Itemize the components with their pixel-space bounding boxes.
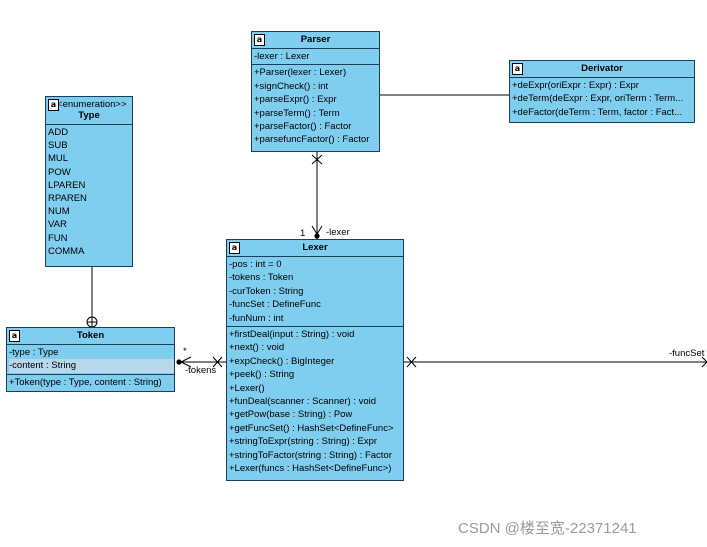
class-parser[interactable]: a Parser -lexer : Lexer +Parser(lexer : … bbox=[251, 31, 380, 152]
attribute-selected[interactable]: -content : String bbox=[9, 359, 174, 373]
operation[interactable]: +getFuncSet() : HashSet<DefineFunc> bbox=[229, 422, 394, 434]
enum-literal[interactable]: RPAREN bbox=[48, 193, 87, 205]
literals-section: ADD SUB MUL POW LPAREN RPAREN NUM VAR FU… bbox=[46, 125, 132, 259]
watermark: CSDN @楼至宽-22371241 bbox=[458, 520, 637, 537]
funcset-role-label: -funcSet bbox=[669, 348, 705, 359]
class-name: Parser bbox=[300, 34, 331, 45]
class-name: Type bbox=[78, 110, 100, 121]
operations-section: +Parser(lexer : Lexer) +signCheck() : in… bbox=[252, 65, 379, 147]
operations-section: +firstDeal(input : String) : void +next(… bbox=[227, 327, 403, 476]
class-icon: a bbox=[254, 34, 265, 46]
attributes-section: -pos : int = 0 -tokens : Token -curToken… bbox=[227, 257, 403, 328]
enum-icon: a bbox=[48, 99, 59, 111]
class-icon: a bbox=[229, 242, 240, 254]
operation[interactable]: +parseExpr() : Expr bbox=[254, 94, 337, 106]
class-lexer[interactable]: a Lexer -pos : int = 0 -tokens : Token -… bbox=[226, 239, 404, 481]
class-name: Token bbox=[76, 330, 105, 341]
enum-literal[interactable]: VAR bbox=[48, 219, 67, 231]
operation[interactable]: +expCheck() : BigInteger bbox=[229, 355, 335, 367]
lexer-end-x-mark bbox=[212, 356, 223, 368]
operation[interactable]: +Parser(lexer : Lexer) bbox=[254, 67, 347, 79]
operation[interactable]: +next() : void bbox=[229, 342, 285, 354]
lexer-funcset-x-mark bbox=[406, 356, 417, 368]
operation[interactable]: +stringToExpr(string : String) : Expr bbox=[229, 436, 378, 448]
class-header: a <<enumeration>> Type bbox=[46, 97, 132, 125]
class-derivator[interactable]: a Derivator +deExpr(oriExpr : Expr) : Ex… bbox=[509, 60, 695, 123]
attribute[interactable]: -funNum : int bbox=[229, 312, 284, 324]
attribute[interactable]: -lexer : Lexer bbox=[254, 51, 310, 62]
class-icon: a bbox=[9, 330, 20, 342]
class-name: Derivator bbox=[581, 63, 623, 74]
enum-literal[interactable]: COMMA bbox=[48, 245, 85, 257]
class-header: a Lexer bbox=[227, 240, 403, 257]
attribute[interactable]: -curToken : String bbox=[229, 285, 304, 297]
parser-end-x-mark bbox=[311, 154, 323, 165]
attribute[interactable]: -pos : int = 0 bbox=[229, 259, 282, 270]
operation[interactable]: +Lexer(funcs : HashSet<DefineFunc>) bbox=[229, 463, 392, 475]
enum-literal[interactable]: NUM bbox=[48, 206, 70, 218]
enum-literal[interactable]: FUN bbox=[48, 232, 68, 244]
operations-section: +deExpr(oriExpr : Expr) : Expr +deTerm(d… bbox=[510, 78, 694, 120]
class-icon: a bbox=[512, 63, 523, 75]
lexer-end-dot bbox=[314, 233, 320, 239]
class-header: a Derivator bbox=[510, 61, 694, 78]
operation[interactable]: +getPow(base : String) : Pow bbox=[229, 409, 353, 421]
attribute[interactable]: -tokens : Token bbox=[229, 272, 294, 284]
attributes-section: -type : Type -content : String bbox=[7, 345, 174, 375]
enum-literal[interactable]: MUL bbox=[48, 153, 69, 165]
stereotype-label: <<enumeration>> bbox=[51, 99, 127, 110]
operations-section: +Token(type : Type, content : String) bbox=[7, 375, 174, 390]
attributes-section: -lexer : Lexer bbox=[252, 49, 379, 66]
enum-literal[interactable]: ADD bbox=[48, 127, 69, 138]
operation[interactable]: +funDeal(scanner : Scanner) : void bbox=[229, 396, 377, 408]
class-header: a Token bbox=[7, 328, 174, 345]
operation[interactable]: +deExpr(oriExpr : Expr) : Expr bbox=[512, 80, 639, 91]
tokens-multiplicity-label: * bbox=[183, 346, 187, 357]
attribute[interactable]: -funcSet : DefineFunc bbox=[229, 299, 321, 311]
lexer-role-label: -lexer bbox=[326, 227, 350, 238]
class-name: Lexer bbox=[302, 242, 328, 253]
enum-literal[interactable]: LPAREN bbox=[48, 179, 86, 191]
operation[interactable]: +signCheck() : int bbox=[254, 80, 329, 92]
operation[interactable]: +parseFactor() : Factor bbox=[254, 121, 352, 133]
enum-literal[interactable]: POW bbox=[48, 166, 71, 178]
operation[interactable]: +deTerm(deExpr : Expr, oriTerm : Term... bbox=[512, 93, 684, 105]
operation[interactable]: +Lexer() bbox=[229, 382, 265, 394]
operation[interactable]: +parsefuncFactor() : Factor bbox=[254, 134, 370, 146]
lexer-multiplicity-label: 1 bbox=[300, 228, 306, 239]
operation[interactable]: +parseTerm() : Term bbox=[254, 107, 340, 119]
class-token[interactable]: a Token -type : Type -content : String +… bbox=[6, 327, 175, 392]
operation[interactable]: +stringToFactor(string : String) : Facto… bbox=[229, 449, 392, 461]
operation[interactable]: +firstDeal(input : String) : void bbox=[229, 329, 355, 341]
tokens-role-label: -tokens bbox=[185, 365, 217, 376]
enum-type[interactable]: a <<enumeration>> Type ADD SUB MUL POW L… bbox=[45, 96, 133, 267]
enum-literal[interactable]: SUB bbox=[48, 140, 68, 152]
operation[interactable]: +peek() : String bbox=[229, 369, 295, 381]
token-end-dot bbox=[176, 359, 182, 365]
attribute[interactable]: -type : Type bbox=[9, 347, 59, 358]
operation[interactable]: +Token(type : Type, content : String) bbox=[9, 376, 162, 388]
class-header: a Parser bbox=[252, 32, 379, 49]
funcset-arrowhead bbox=[701, 356, 707, 368]
operation[interactable]: +deFactor(deTerm : Term, factor : Fact..… bbox=[512, 106, 683, 118]
